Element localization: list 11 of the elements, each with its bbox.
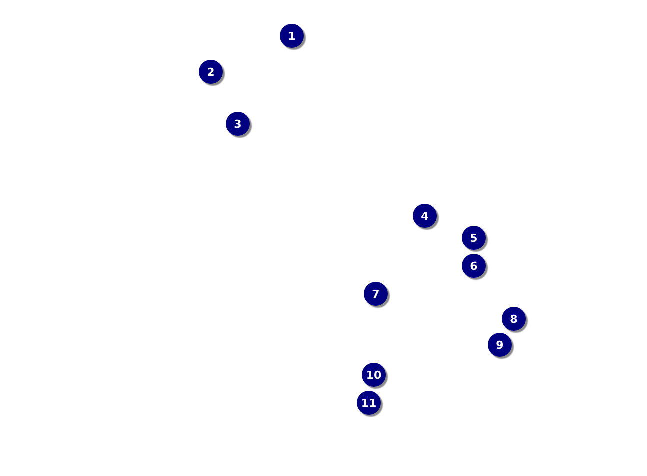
- callout-number: 4: [413, 204, 437, 228]
- callout-number: 7: [364, 282, 388, 306]
- callout-number: 8: [502, 307, 526, 331]
- callout-number: 6: [462, 254, 486, 278]
- callout-number: 3: [226, 112, 250, 136]
- callout-number: 9: [488, 333, 512, 357]
- callout-number: 10: [362, 363, 386, 387]
- callout-number: 2: [199, 60, 223, 84]
- callout-number: 5: [462, 226, 486, 250]
- callout-number: 1: [280, 24, 304, 48]
- callout-number: 11: [357, 391, 381, 415]
